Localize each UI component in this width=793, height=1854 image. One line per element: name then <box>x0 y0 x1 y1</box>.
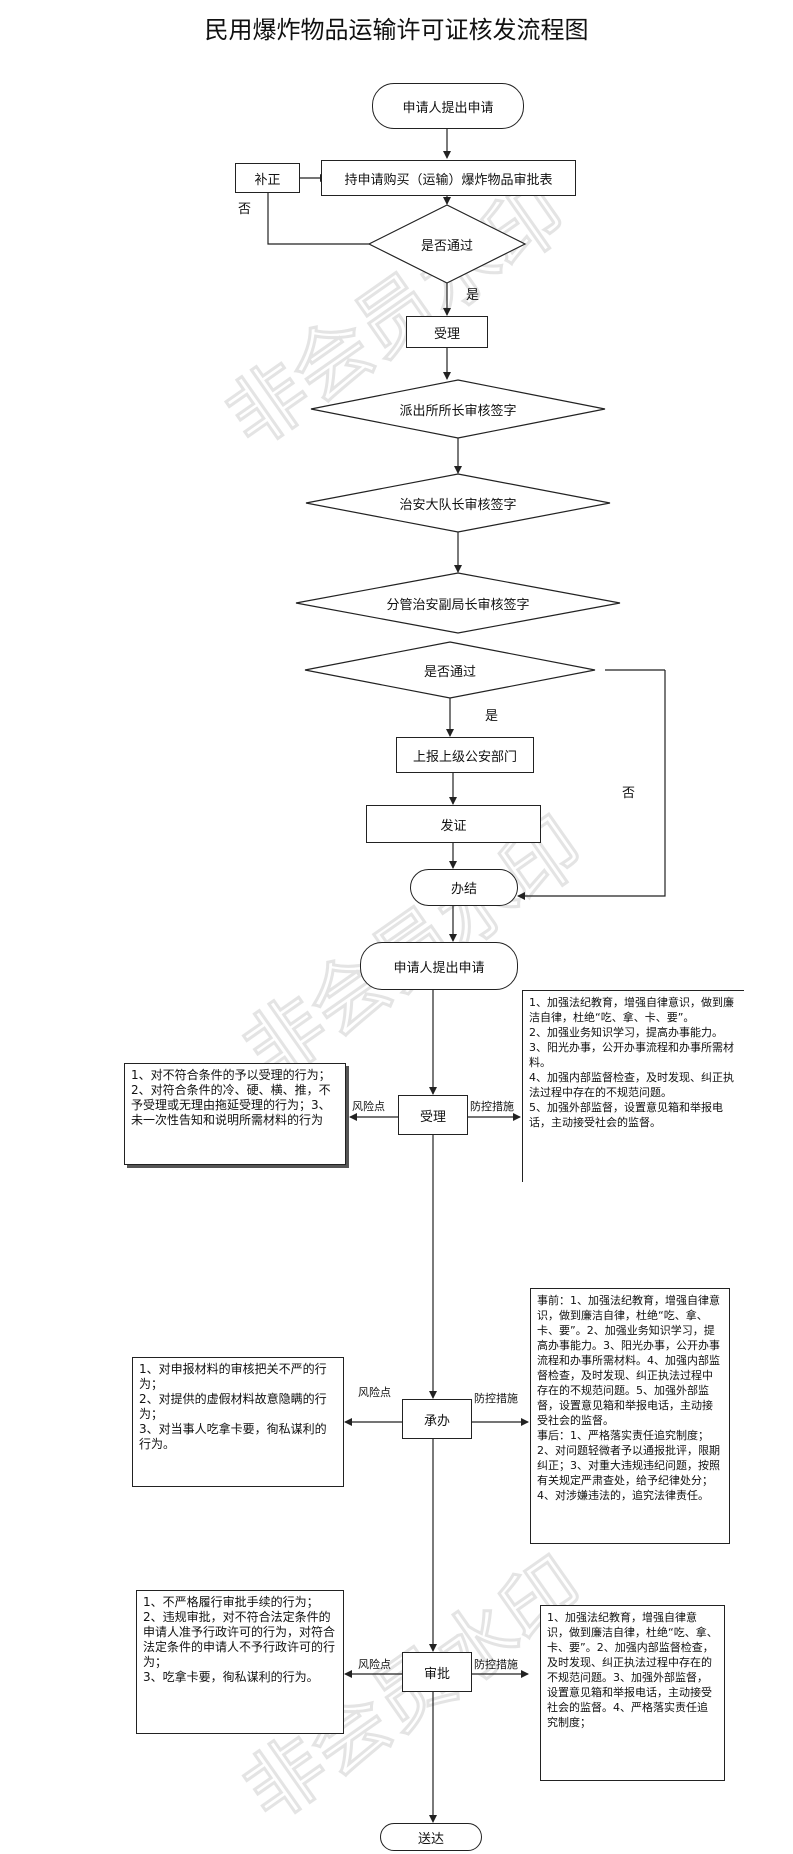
decision-label: 是否通过 <box>423 664 476 680</box>
yes-label: 是 <box>466 288 480 303</box>
control-note-handle: 事前：1、加强法纪教育，增强自律意识，做到廉洁自律，杜绝“吃、拿、卡、要”。2、… <box>530 1288 730 1544</box>
start-terminal: 申请人提出申请 <box>372 83 524 129</box>
report-box: 上报上级公安部门 <box>396 737 534 773</box>
risk-label: 风险点 <box>358 1658 391 1671</box>
application-form-box: 持申请购买（运输）爆炸物品审批表 <box>321 160 576 196</box>
control-label: 防控措施 <box>474 1392 518 1405</box>
decision-diamond <box>295 572 621 634</box>
decision-label: 是否通过 <box>420 238 473 254</box>
risk-note-approve: 1、不严格履行审批手续的行为； 2、违规审批，对不符合法定条件的申请人准予行政许… <box>136 1590 344 1734</box>
risk-label: 风险点 <box>352 1100 385 1113</box>
control-note-accept: 1、加强法纪教育，增强自律意识，做到廉洁自律，杜绝“吃、拿、卡、要”。 2、加强… <box>522 990 744 1182</box>
no-label: 否 <box>238 202 252 217</box>
deputy-director-review: 分管治安副局长审核签字 <box>386 597 530 613</box>
risk-note-accept: 1、对不符合条件的予以受理的行为；2、对符合条件的冷、硬、横、推，不予受理或无理… <box>124 1063 346 1165</box>
end-terminal: 办结 <box>410 869 518 906</box>
accept-box: 受理 <box>406 316 488 348</box>
correction-box: 补正 <box>235 163 300 193</box>
police-station-review: 派出所所长审核签字 <box>399 403 517 419</box>
step-approve: 审批 <box>402 1652 472 1692</box>
step-handle: 承办 <box>402 1399 472 1439</box>
control-label: 防控措施 <box>474 1658 518 1671</box>
issue-box: 发证 <box>366 805 541 843</box>
end-terminal: 送达 <box>380 1823 482 1851</box>
risk-label: 风险点 <box>358 1386 391 1399</box>
no-label: 否 <box>622 786 636 801</box>
yes-label: 是 <box>485 709 499 724</box>
control-label: 防控措施 <box>470 1100 514 1113</box>
security-team-review: 治安大队长审核签字 <box>399 497 517 513</box>
page-title: 民用爆炸物品运输许可证核发流程图 <box>204 16 589 44</box>
control-note-approve: 1、加强法纪教育，增强自律意识，做到廉洁自律，杜绝“吃、拿、卡、要”。2、加强内… <box>540 1605 725 1781</box>
start-terminal: 申请人提出申请 <box>360 942 518 990</box>
step-accept: 受理 <box>398 1095 468 1135</box>
risk-note-handle: 1、对申报材料的审核把关不严的行为； 2、对提供的虚假材料故意隐瞒的行为； 3、… <box>132 1357 344 1487</box>
